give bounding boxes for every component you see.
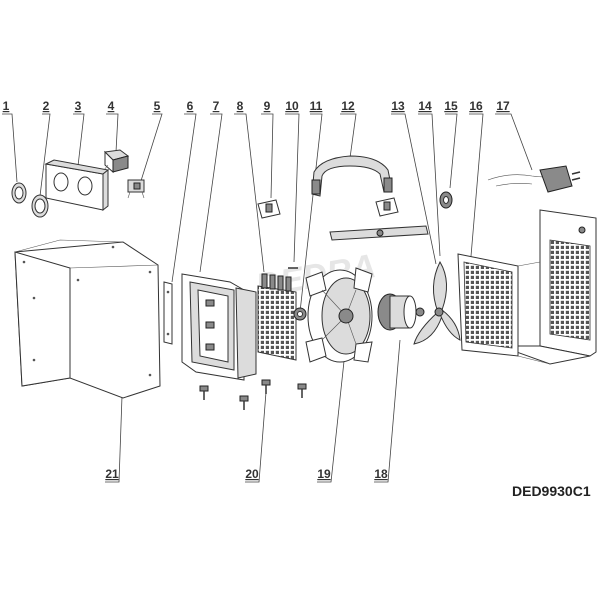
- part-label-19: 19: [317, 467, 331, 481]
- screw: [199, 385, 209, 400]
- part-16-rear-housing: [457, 209, 597, 365]
- part-label-10: 10: [285, 99, 299, 113]
- part-label-20: 20: [245, 467, 259, 481]
- part-18-shaft-nut: [415, 307, 425, 317]
- drawing-code: DED9930C1: [512, 483, 591, 499]
- part-5-thermostat: [127, 179, 145, 199]
- screw: [297, 383, 307, 398]
- part-label-11: 11: [310, 99, 323, 113]
- part-label-13: 13: [391, 99, 405, 113]
- handle-clip: [375, 197, 399, 217]
- part-3-control-plate: [44, 159, 110, 212]
- part-label-7: 7: [213, 99, 220, 113]
- part-1-bezel-ring: [11, 182, 27, 204]
- part-label-3: 3: [75, 99, 82, 113]
- part-6-side-bracket: [163, 281, 173, 345]
- part-11-thermal-fuse: [293, 307, 307, 321]
- part-label-2: 2: [43, 99, 50, 113]
- part-2-bezel-ring: [31, 194, 49, 218]
- part-label-4: 4: [108, 99, 115, 113]
- part-20-screws: [199, 379, 307, 410]
- handle-mounting-plate: [329, 225, 429, 241]
- part-19-fan-housing: [305, 267, 373, 363]
- screw: [239, 395, 249, 410]
- part-12-handle: [311, 155, 393, 197]
- part-number-labels: 1 2 3 4 5 6 7 8 9 10 11 12 13 14 15 16 1…: [3, 99, 510, 481]
- part-label-14: 14: [418, 99, 432, 113]
- part-4-switch: [103, 149, 130, 174]
- part-label-21: 21: [105, 467, 119, 481]
- part-label-5: 5: [154, 99, 161, 113]
- part-label-8: 8: [237, 99, 244, 113]
- part-7-heater-frame: [181, 273, 257, 381]
- screw: [261, 379, 271, 394]
- part-17-power-cord: [487, 165, 581, 193]
- part-label-6: 6: [187, 99, 194, 113]
- part-21-front-cover: [14, 239, 161, 399]
- part-9-clip: [257, 199, 281, 219]
- leader-lines: [2, 113, 533, 483]
- part-14-fan-blade: [413, 260, 461, 345]
- fan-motor: [377, 293, 417, 331]
- part-label-15: 15: [444, 99, 458, 113]
- part-15-cable-grommet: [439, 191, 453, 209]
- part-label-12: 12: [341, 99, 355, 113]
- part-label-9: 9: [264, 99, 271, 113]
- part-label-16: 16: [469, 99, 483, 113]
- part-8-heating-grid: [257, 273, 297, 361]
- part-label-1: 1: [3, 99, 10, 113]
- part-label-18: 18: [374, 467, 388, 481]
- part-label-17: 17: [496, 99, 510, 113]
